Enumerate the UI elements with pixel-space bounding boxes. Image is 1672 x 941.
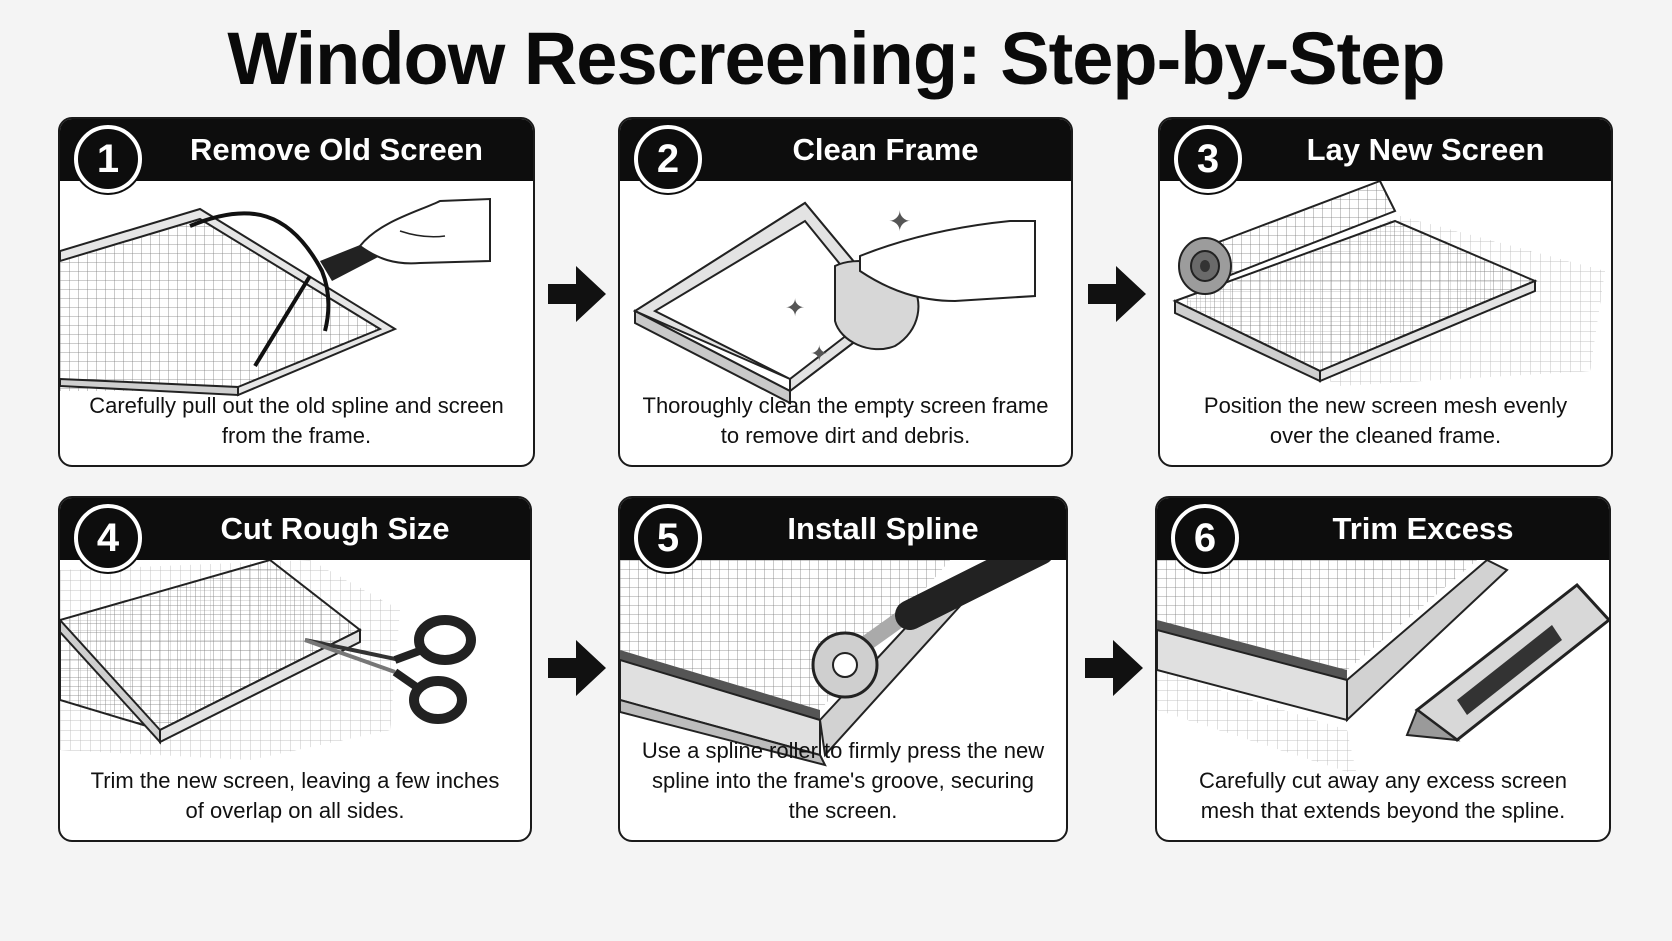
svg-text:✦: ✦ [785, 295, 805, 322]
svg-text:✦: ✦ [810, 341, 828, 366]
step-card-3: Lay New Screen 3 Position the new screen… [1158, 117, 1613, 467]
spline-roller-icon [620, 560, 1052, 767]
step-title: Trim Excess [1332, 511, 1514, 546]
arrow-right-icon [548, 266, 606, 322]
step-caption: Position the new screen mesh evenly over… [1203, 393, 1568, 448]
step-caption: Use a spline roller to firmly press the … [641, 738, 1045, 823]
step-number-badge: 5 [634, 504, 702, 572]
step-title: Install Spline [787, 511, 979, 546]
step-title: Cut Rough Size [220, 511, 450, 546]
step-number-badge: 1 [74, 125, 142, 193]
page-title: Window Rescreening: Step-by-Step [227, 17, 1445, 100]
mesh-roll-frame-icon [1172, 181, 1605, 386]
svg-text:✦: ✦ [888, 206, 911, 237]
scissors-mesh-icon [60, 560, 476, 760]
arrow-right-icon [1088, 266, 1146, 322]
step-number-badge: 4 [74, 504, 142, 572]
utility-knife-trim-icon [1157, 560, 1609, 775]
frame-wipe-cloth-icon: ✦ ✦ ✦ [632, 201, 1036, 405]
step-number-badge: 6 [1171, 504, 1239, 572]
step-caption: Trim the new screen, leaving a few inche… [90, 768, 500, 823]
step-caption: Carefully pull out the old spline and sc… [89, 393, 504, 448]
arrow-right-icon [548, 640, 606, 696]
step-card-5: Install Spline 5 Use a spline roller to … [618, 496, 1068, 842]
frame-spline-pull-icon [60, 197, 491, 397]
step-card-4: Cut Rough Size 4 Trim the new screen, le… [58, 496, 532, 842]
step-number-badge: 3 [1174, 125, 1242, 193]
step-card-6: Trim Excess 6 Carefully cut away any exc… [1155, 496, 1611, 842]
step-caption: Thoroughly clean the empty screen frame … [642, 393, 1049, 448]
step-title: Lay New Screen [1306, 132, 1545, 167]
arrow-right-icon [1085, 640, 1143, 696]
step-title: Remove Old Screen [190, 132, 483, 167]
step-card-1: Remove Old Screen 1 Carefully pull out t… [58, 117, 535, 467]
step-card-2: Clean Frame 2 ✦ ✦ ✦ Thoroughly clean the… [618, 117, 1073, 467]
step-title: Clean Frame [792, 132, 979, 167]
step-number-badge: 2 [634, 125, 702, 193]
step-caption: Carefully cut away any excess screen mes… [1198, 768, 1568, 823]
